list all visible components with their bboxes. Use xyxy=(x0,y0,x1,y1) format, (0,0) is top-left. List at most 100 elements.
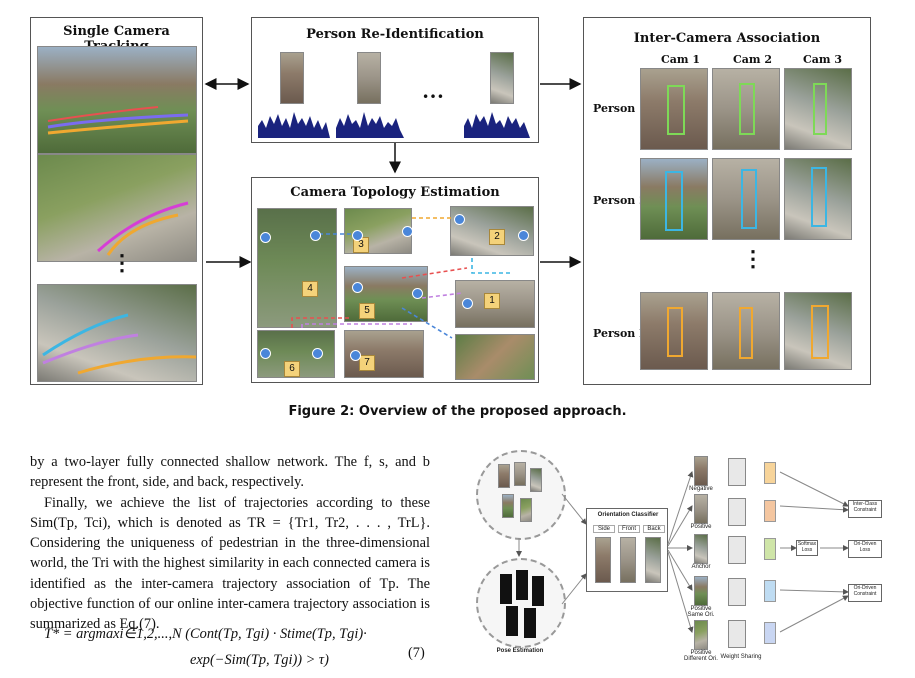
feature-vector xyxy=(764,500,776,522)
topology-node xyxy=(402,226,413,237)
reid-person-1 xyxy=(280,52,304,104)
orient-sample xyxy=(595,537,611,583)
reid-person-2 xyxy=(357,52,381,104)
feature-vector xyxy=(764,580,776,602)
topology-links xyxy=(291,217,512,339)
inter-camera-ellipsis: ⋮ xyxy=(742,246,764,271)
person-1-cam-2 xyxy=(712,68,780,150)
cnn-stack xyxy=(728,536,746,564)
person-1-cam-1 xyxy=(640,68,708,150)
pose-map xyxy=(532,576,544,606)
reid-panel: Person Re-Identification … xyxy=(251,17,539,143)
network-figure: Pose Estimation Orientation Classifier S… xyxy=(470,444,890,672)
topology-aerial-map xyxy=(455,334,535,380)
pose-map xyxy=(506,606,518,636)
person-2-cam-3 xyxy=(784,158,852,240)
trajectory-lines xyxy=(47,106,189,135)
bbox-person-2 xyxy=(665,171,683,231)
branch-negative-img xyxy=(694,456,708,486)
orientation-classifier-box: Orientation Classifier Side Front Back xyxy=(586,508,668,592)
bbox-person-2 xyxy=(811,167,827,227)
orientation-title: Orientation Classifier xyxy=(597,512,659,518)
bbox-person-1 xyxy=(739,83,755,135)
cnn-stack xyxy=(728,578,746,606)
sample-thumb xyxy=(514,462,526,486)
topology-node xyxy=(412,288,423,299)
bbox-person-2 xyxy=(741,169,757,229)
ori-driven-loss-box: Ori-Driven Loss xyxy=(848,540,882,558)
topology-node xyxy=(352,230,363,241)
topology-panel: Camera Topology Estimation 4 3 2 5 1 6 7 xyxy=(251,177,539,383)
paragraph-2: Finally, we achieve the list of trajecto… xyxy=(30,494,430,633)
topology-node xyxy=(310,230,321,241)
topology-tag-6: 6 xyxy=(284,361,300,377)
figure-arrows xyxy=(204,78,582,268)
orient-back: Back xyxy=(643,525,665,533)
single-camera-panel: Single Camera Tracking ⋮ xyxy=(30,17,203,385)
cnn-stack xyxy=(728,620,746,648)
pose-map xyxy=(524,608,536,638)
topology-tag-2: 2 xyxy=(489,229,505,245)
weight-sharing-label: Weight Sharing xyxy=(720,654,762,660)
orient-sample xyxy=(645,537,661,583)
bbox-person-1 xyxy=(813,83,827,135)
pose-label: Pose Estimation xyxy=(496,648,544,654)
paragraph-1: by a two-layer fully connected shallow n… xyxy=(30,454,430,491)
orient-front: Front xyxy=(618,525,640,533)
topology-node xyxy=(518,230,529,241)
inter-camera-title: Inter-Camera Association xyxy=(633,31,821,46)
person-n-cam-3 xyxy=(784,292,852,370)
branch-anchor-img xyxy=(694,534,708,564)
tracking-frame-1 xyxy=(37,46,197,154)
person-1-cam-3 xyxy=(784,68,852,150)
branch-negative-label: Negative xyxy=(689,486,713,492)
pose-estimation-circle xyxy=(476,558,566,648)
person-2-cam-2 xyxy=(712,158,780,240)
orient-sample xyxy=(620,537,636,583)
ori-driven-constraint-box: Ori-Driven Constraint xyxy=(848,584,882,602)
tracking-frame-2 xyxy=(37,154,197,262)
reid-ellipsis: … xyxy=(422,78,444,103)
person-2-cam-1 xyxy=(640,158,708,240)
cam-2-label: Cam 2 xyxy=(733,53,773,66)
topology-node xyxy=(454,214,465,225)
cnn-stack xyxy=(728,458,746,486)
single-camera-ellipsis: ⋮ xyxy=(111,250,133,275)
branch-diff-ori-label: Positive Different Ori. xyxy=(684,650,718,662)
bbox-person-1 xyxy=(667,85,685,135)
sample-thumb xyxy=(502,494,514,518)
topology-title: Camera Topology Estimation xyxy=(290,185,500,200)
person-n-label: Person N xyxy=(593,327,650,340)
reid-feature-histograms xyxy=(258,112,530,138)
cam-3-label: Cam 3 xyxy=(803,53,843,66)
branch-diff-ori-img xyxy=(694,620,708,650)
person-2-label: Person 2 xyxy=(593,194,647,207)
topology-node xyxy=(260,232,271,243)
inter-class-constraint-box: Inter-Class Constraint xyxy=(848,500,882,518)
network-arrows xyxy=(516,471,849,633)
topology-node xyxy=(462,298,473,309)
topology-node xyxy=(260,348,271,359)
bbox-person-n xyxy=(811,305,829,359)
branch-positive-img xyxy=(694,494,708,524)
pose-map xyxy=(516,570,528,600)
sample-thumb xyxy=(498,464,510,488)
input-samples-circle xyxy=(476,450,566,540)
reid-title: Person Re-Identification xyxy=(306,27,484,42)
feature-vector xyxy=(764,622,776,644)
bbox-person-n xyxy=(667,307,683,357)
cnn-stack xyxy=(728,498,746,526)
orient-side: Side xyxy=(593,525,615,533)
person-1-label: Person 1 xyxy=(593,102,647,115)
topology-tag-5: 5 xyxy=(359,303,375,319)
equation-line-2: exp(−Sim(Tp, Tgi)) > τ) xyxy=(190,652,329,668)
topology-tag-7: 7 xyxy=(359,355,375,371)
equation-number: (7) xyxy=(408,645,425,661)
figure-caption: Figure 2: Overview of the proposed appro… xyxy=(288,404,627,419)
branch-same-ori-img xyxy=(694,576,708,606)
reid-person-3 xyxy=(490,52,514,104)
pose-map xyxy=(500,574,512,604)
softmax-loss-box: Softmax Loss xyxy=(796,540,818,556)
topology-node xyxy=(352,282,363,293)
feature-vector xyxy=(764,462,776,484)
